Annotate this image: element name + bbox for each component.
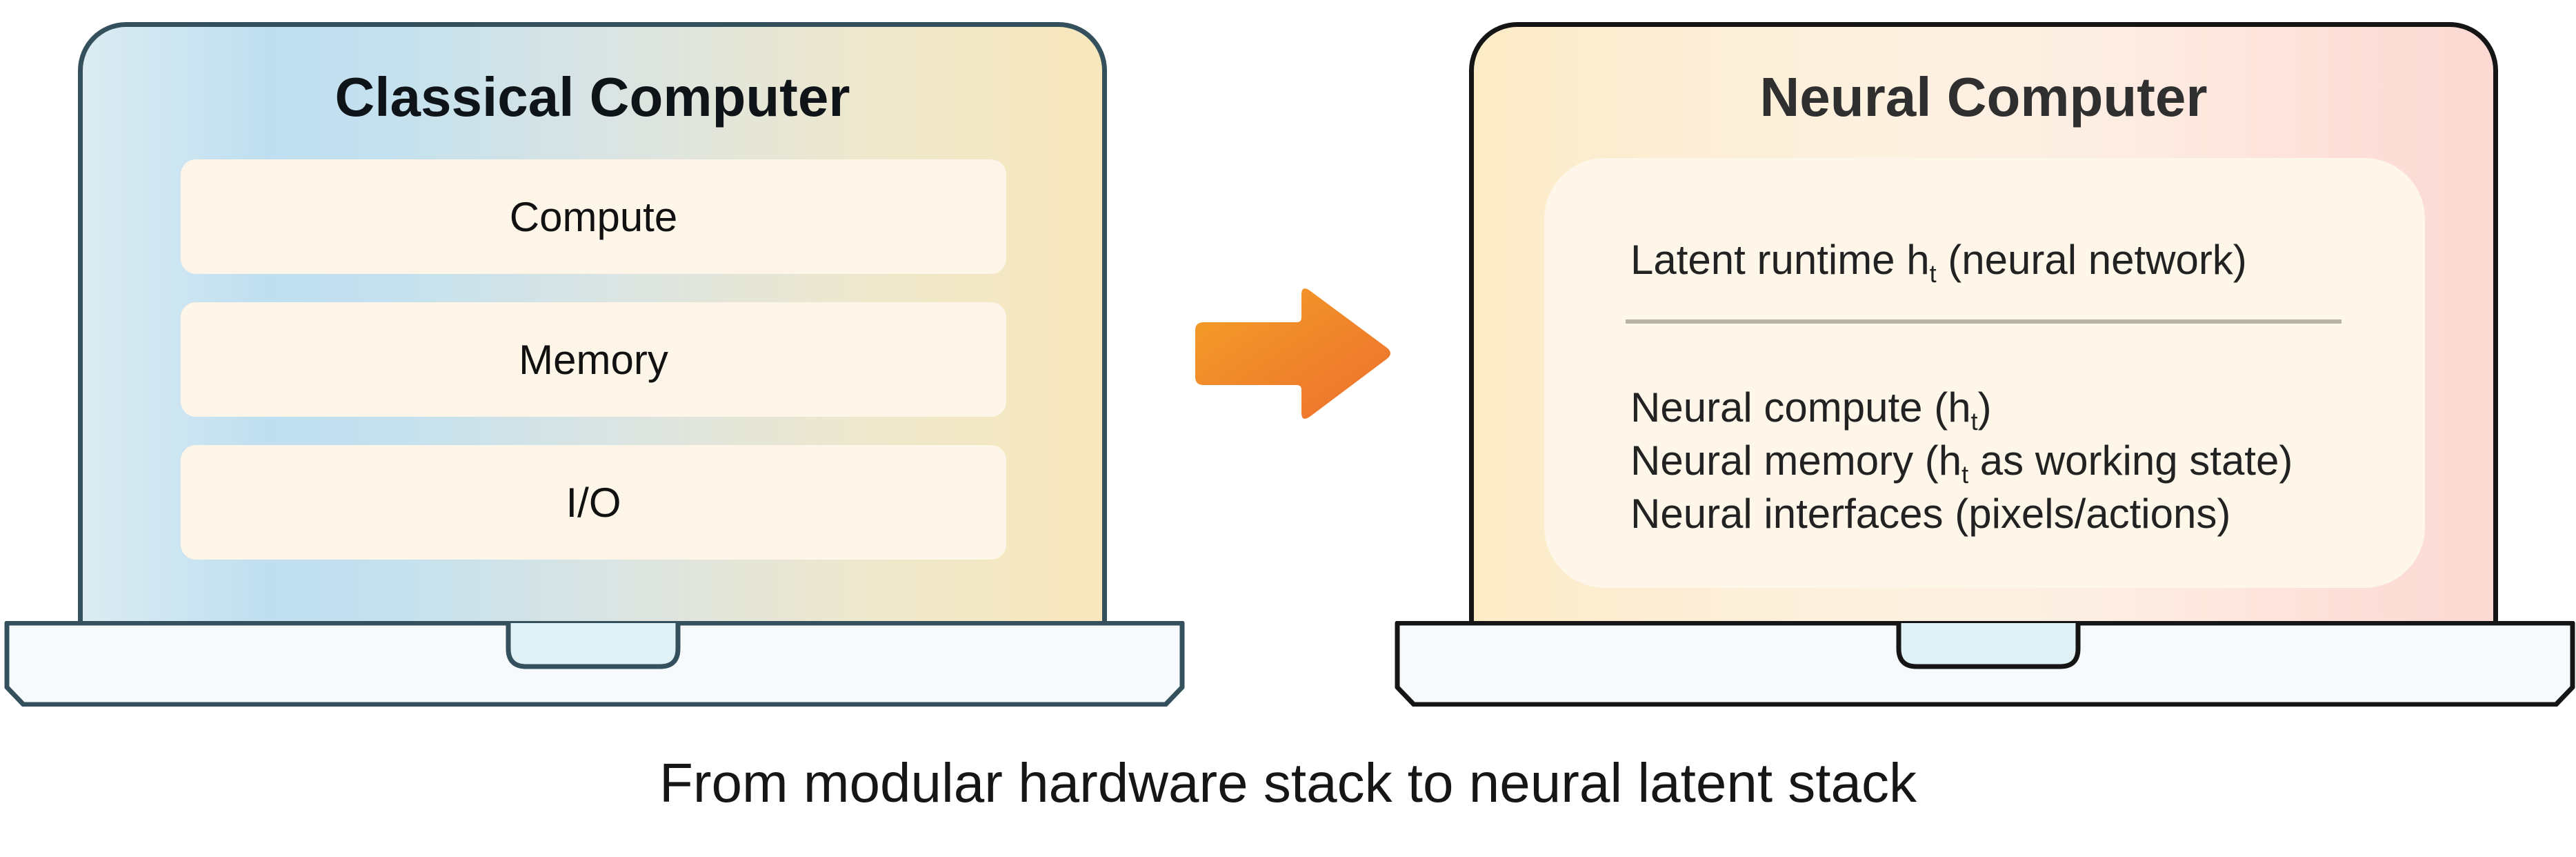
figure-caption: From modular hardware stack to neural la… xyxy=(659,752,1917,814)
neural-screen: Neural Computer Latent runtime ht (neura… xyxy=(1469,22,2498,628)
classical-screen: Classical Computer Compute Memory I/O xyxy=(78,22,1107,628)
neural-memory-label: Neural memory (ht as working state) xyxy=(1630,437,2293,489)
neural-title: Neural Computer xyxy=(1759,66,2208,128)
classical-title: Classical Computer xyxy=(335,66,850,128)
neural-laptop-base xyxy=(1395,621,2575,707)
panel-divider xyxy=(1626,319,2342,324)
latent-runtime-label: Latent runtime ht (neural network) xyxy=(1630,237,2247,288)
neural-panel: Latent runtime ht (neural network) Neura… xyxy=(1544,158,2425,588)
module-compute: Compute xyxy=(181,159,1006,274)
module-memory: Memory xyxy=(181,302,1006,417)
right-arrow-icon xyxy=(1191,279,1398,428)
neural-compute-label: Neural compute (ht) xyxy=(1630,384,1992,435)
classical-laptop-base xyxy=(4,621,1185,707)
neural-interfaces-label: Neural interfaces (pixels/actions) xyxy=(1630,491,2231,537)
module-io: I/O xyxy=(181,445,1006,560)
trackpad-notch xyxy=(506,623,681,669)
trackpad-notch xyxy=(1896,623,2081,669)
